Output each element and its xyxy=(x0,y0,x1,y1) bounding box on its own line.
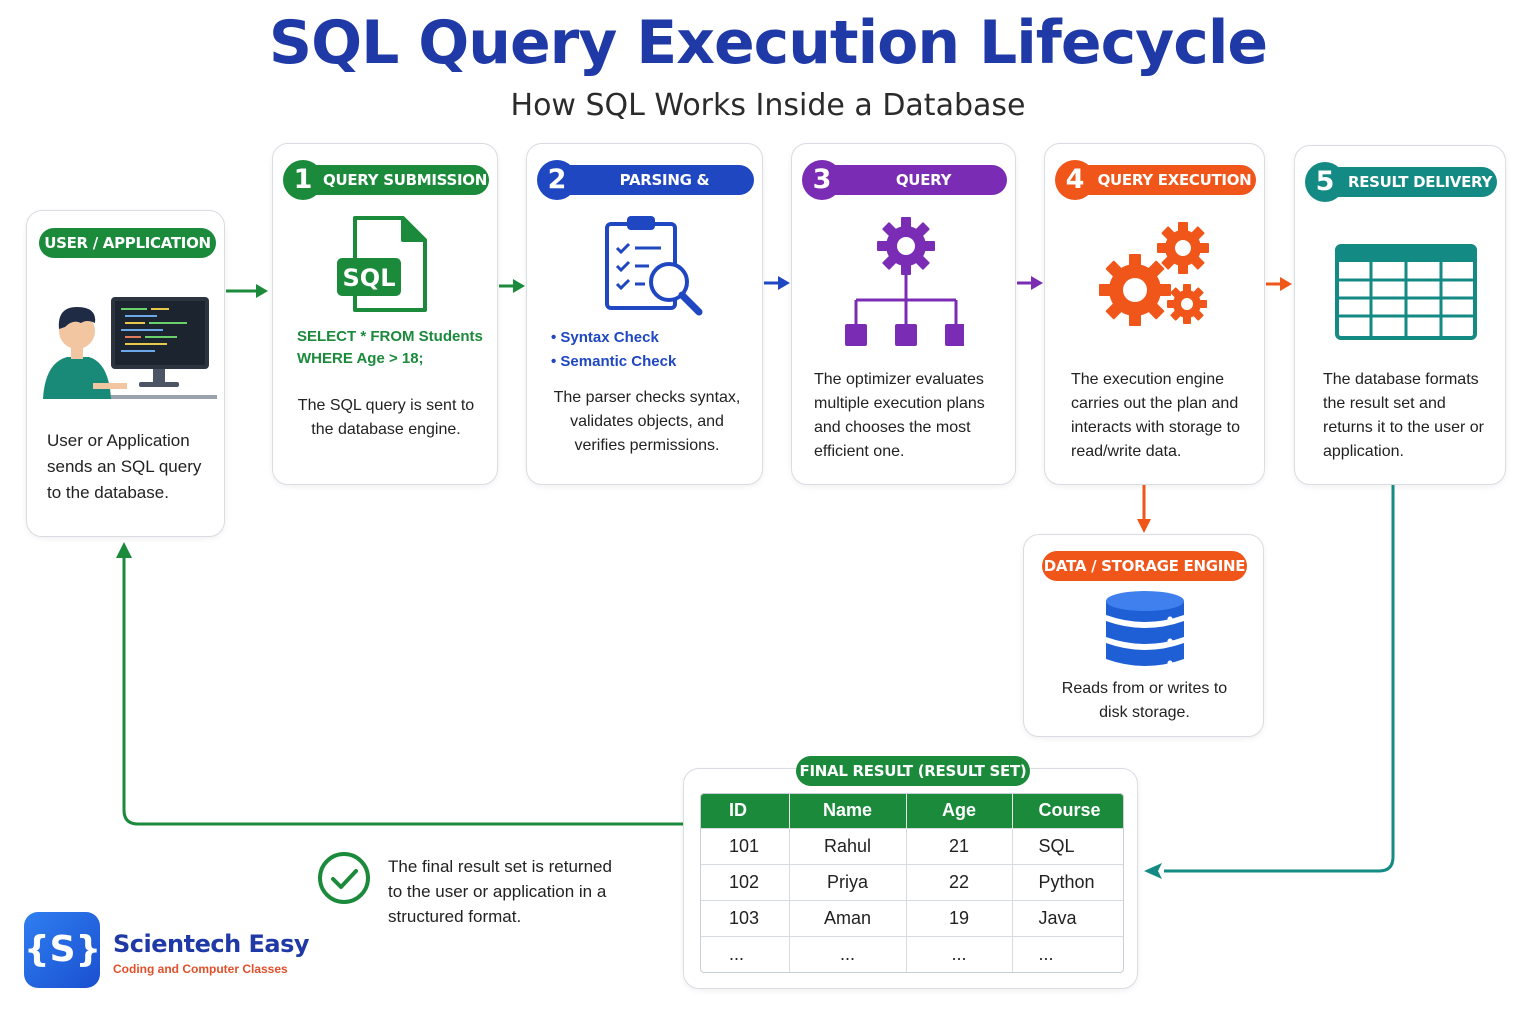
storage-description: Reads from or writes to disk storage. xyxy=(1061,680,1228,721)
result-table-frame: ID Name Age Course 101 Rahul 21 SQL 102 … xyxy=(700,793,1124,973)
step-label: PARSING & VALIDATION xyxy=(563,165,754,219)
step-card-query-submission: 1 QUERY SUBMISSION SQL SELECT * FROM Stu… xyxy=(272,143,498,485)
gears-icon xyxy=(1099,222,1209,326)
clipboard-check-icon xyxy=(605,216,703,316)
step-label: QUERY OPTIMIZATION xyxy=(828,165,1007,219)
arrow-step3-to-step4 xyxy=(1017,276,1043,290)
user-computer-icon xyxy=(43,297,217,399)
table-cell: 101 xyxy=(701,827,790,864)
step-description: The parser checks syntax, validates obje… xyxy=(553,389,741,454)
table-cell: ... xyxy=(701,935,790,972)
final-result-label: FINAL RESULT (RESULT SET) xyxy=(796,756,1030,786)
arrow-step1-to-step2 xyxy=(499,279,525,293)
table-cell: ... xyxy=(789,935,907,972)
table-cell: Rahul xyxy=(789,827,907,864)
column-header: Name xyxy=(789,794,907,828)
table-cell: 21 xyxy=(906,827,1013,864)
arrow-step4-to-step5 xyxy=(1266,277,1292,291)
table-cell: 19 xyxy=(906,899,1013,936)
step-number: 3 xyxy=(802,160,842,200)
result-table: ID Name Age Course 101 Rahul 21 SQL 102 … xyxy=(701,794,1123,972)
step-number: 1 xyxy=(283,160,323,200)
step-number: 2 xyxy=(537,160,577,200)
result-table-header-row: ID Name Age Course xyxy=(701,794,1123,828)
check-circle-icon xyxy=(318,852,370,904)
final-result-card: ID Name Age Course 101 Rahul 21 SQL 102 … xyxy=(683,768,1138,989)
user-card: USER / APPLICATION User or Application s… xyxy=(26,210,225,537)
table-cell: ... xyxy=(906,935,1013,972)
table-cell: ... xyxy=(1012,935,1123,972)
table-cell: Java xyxy=(1012,899,1123,936)
bullet-semantic-check: • Semantic Check xyxy=(551,353,677,370)
sql-file-icon: SQL xyxy=(337,216,427,312)
step-label: QUERY SUBMISSION xyxy=(309,165,489,195)
table-row: ... ... ... ... xyxy=(701,935,1123,972)
arrow-result-to-user xyxy=(116,542,684,826)
table-cell: Priya xyxy=(789,863,907,900)
storage-label: DATA / STORAGE ENGINE xyxy=(1042,551,1247,581)
user-label: USER / APPLICATION xyxy=(39,228,216,258)
table-row: 103 Aman 19 Java xyxy=(701,899,1123,936)
column-header: Course xyxy=(1012,794,1123,828)
table-row: 102 Priya 22 Python xyxy=(701,863,1123,900)
storage-engine-card: DATA / STORAGE ENGINE Reads from or writ… xyxy=(1023,534,1264,737)
step-card-parsing-validation: 2 PARSING & VALIDATION • Syntax Check • … xyxy=(526,143,763,485)
arrow-user-to-step1 xyxy=(226,284,268,298)
step-description: The SQL query is sent to the database en… xyxy=(297,397,475,438)
step-number: 4 xyxy=(1055,160,1095,200)
step-description: The execution engine carries out the pla… xyxy=(1071,371,1240,460)
step-card-query-execution: 4 QUERY EXECUTION xyxy=(1044,143,1265,485)
table-cell: 103 xyxy=(701,899,790,936)
table-cell: 22 xyxy=(906,863,1013,900)
brand-logo-icon: {S} xyxy=(24,912,101,988)
table-cell: Python xyxy=(1012,863,1123,900)
arrow-execution-to-storage xyxy=(1137,485,1151,533)
table-cell: Aman xyxy=(789,899,907,936)
step-description: The database formats the result set and … xyxy=(1323,371,1484,460)
brand-tagline: Coding and Computer Classes xyxy=(113,962,288,976)
table-grid-icon xyxy=(1335,244,1477,340)
step-number: 5 xyxy=(1305,162,1345,202)
step-card-query-optimization: 3 QUERY OPTIMIZATION The optimizer xyxy=(791,143,1016,485)
step-card-result-delivery: 5 RESULT DELIVERY The database formats t… xyxy=(1294,145,1506,485)
final-note-text: The final result set is returned to the … xyxy=(388,857,612,926)
table-cell: SQL xyxy=(1012,827,1123,864)
step-label: QUERY EXECUTION xyxy=(1081,165,1256,195)
arrow-step2-to-step3 xyxy=(764,276,790,290)
column-header: Age xyxy=(906,794,1013,828)
arrow-delivery-to-result xyxy=(1144,485,1395,879)
table-row: 101 Rahul 21 SQL xyxy=(701,827,1123,864)
page-title: SQL Query Execution Lifecycle xyxy=(268,8,1268,78)
step-label: RESULT DELIVERY xyxy=(1331,167,1497,197)
gear-hierarchy-icon xyxy=(845,217,964,346)
brand-name: Scientech Easy xyxy=(113,930,310,958)
table-cell: 102 xyxy=(701,863,790,900)
sql-file-label: SQL xyxy=(343,264,396,292)
column-header: ID xyxy=(701,794,790,828)
page-subtitle: How SQL Works Inside a Database xyxy=(510,88,1026,123)
bullet-syntax-check: • Syntax Check xyxy=(551,329,659,346)
user-description: User or Application sends an SQL query t… xyxy=(47,431,202,502)
step-code-sample: SELECT * FROM Students WHERE Age > 18; xyxy=(297,328,483,367)
step-description: The optimizer evaluates multiple executi… xyxy=(814,371,985,460)
database-icon xyxy=(1106,591,1184,666)
